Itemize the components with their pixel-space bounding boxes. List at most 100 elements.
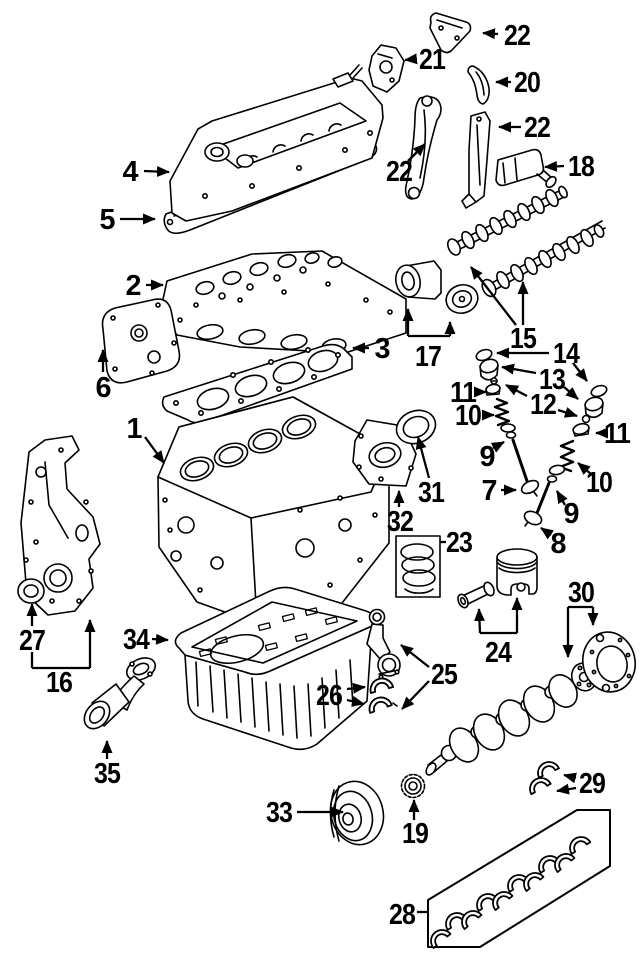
oil-pickup-part <box>83 657 157 730</box>
part-number: 14 <box>553 338 580 370</box>
callout-camshaft-cover-plate[interactable]: 6 <box>96 349 112 404</box>
piston-pin-part <box>457 581 495 609</box>
camshaft-cover-plate-part <box>101 298 181 384</box>
crank-sprocket-part <box>400 773 426 799</box>
leader-line <box>415 436 431 479</box>
part-number: 27 <box>19 625 45 657</box>
rod-bearings-part <box>365 674 398 714</box>
callout-spring-retainer-exhaust[interactable]: 11 <box>595 418 632 450</box>
piston-part <box>496 548 538 596</box>
callout-valve-spring-exhaust[interactable]: 10 <box>577 462 613 499</box>
callout-exhaust-valve[interactable]: 8 <box>540 527 567 560</box>
part-number: 35 <box>94 758 121 790</box>
callout-intake-valve[interactable]: 7 <box>482 475 517 507</box>
part-number: 7 <box>482 475 497 507</box>
chain-slack-guide-part <box>429 12 472 54</box>
part-number: 20 <box>514 67 540 99</box>
callout-chain-tensioner-bracket[interactable]: 21 <box>404 44 447 76</box>
callout-stem-seal-intake[interactable]: 9 <box>480 440 505 473</box>
part-number: 1 <box>127 413 143 445</box>
callout-chain-tensioner[interactable]: 18 <box>544 151 596 183</box>
part-number: 8 <box>551 528 567 560</box>
callout-valve-cover[interactable]: 4 <box>123 156 170 188</box>
leader-line <box>544 160 565 172</box>
callout-front-crank-seal[interactable]: 27 <box>19 603 46 657</box>
callout-valve-shim[interactable]: 14 <box>496 338 588 382</box>
valve-train-intake-part <box>475 348 540 497</box>
part-number: 13 <box>539 364 566 396</box>
callout-valve-cover-gasket[interactable]: 5 <box>100 204 156 236</box>
callout-rear-plate-gasket[interactable]: 30 <box>562 577 599 658</box>
callout-oil-pan[interactable]: 34 <box>123 624 169 656</box>
crankshaft-part <box>425 662 598 776</box>
part-number: 9 <box>564 498 580 530</box>
callout-piston-and-pin[interactable]: 24 <box>474 597 523 669</box>
leader-line <box>143 166 170 178</box>
callout-thrust-bearings[interactable]: 29 <box>556 768 607 800</box>
callout-cam-sprocket-and-seal[interactable]: 17 <box>402 308 456 373</box>
part-number: 32 <box>387 506 413 538</box>
leader-line <box>482 28 499 40</box>
thrust-bearings-part <box>525 757 560 796</box>
leader-line <box>346 682 366 694</box>
callout-camshafts[interactable]: 15 <box>470 266 538 355</box>
part-number: 10 <box>455 400 481 432</box>
callout-main-bearing-set[interactable]: 28 <box>389 899 427 931</box>
callout-stem-seal-exhaust[interactable]: 9 <box>556 490 580 530</box>
oil-pan-part <box>174 586 375 751</box>
leader-line <box>563 386 579 400</box>
leader-line <box>556 490 568 506</box>
leader-line <box>572 362 588 382</box>
callout-valve-keeper[interactable]: 12 <box>505 383 578 421</box>
callout-cylinder-block[interactable]: 1 <box>127 413 165 464</box>
leader-line <box>346 695 365 707</box>
part-number: 22 <box>504 20 530 52</box>
leader-line <box>400 644 430 668</box>
callout-rear-seal-retainer[interactable]: 32 <box>387 490 414 538</box>
leader-line <box>556 783 577 795</box>
callout-rear-main-seal[interactable]: 31 <box>415 436 446 509</box>
part-number: 22 <box>386 156 412 188</box>
part-number: 11 <box>450 377 477 409</box>
leader-line <box>505 383 528 398</box>
callout-crank-sprocket[interactable]: 19 <box>402 799 430 850</box>
part-number: 34 <box>123 624 150 656</box>
callout-rod-bearings[interactable]: 26 <box>316 680 366 712</box>
part-number: 26 <box>316 680 343 712</box>
part-number: 2 <box>126 270 141 302</box>
leader-line <box>540 527 554 540</box>
callout-connecting-rod[interactable]: 25 <box>400 644 459 710</box>
chain-tensioner-arm-part <box>461 111 491 209</box>
callout-piston-ring-set[interactable]: 23 <box>440 527 474 559</box>
callout-valve-spring-intake[interactable]: 10 <box>455 400 495 432</box>
part-number: 25 <box>431 659 458 691</box>
leader-line <box>144 436 165 464</box>
crank-pulley-part <box>329 780 385 846</box>
callout-chain-tensioner-arm[interactable]: 22 <box>498 112 551 144</box>
leader-line <box>404 53 418 65</box>
callout-spring-retainer-intake[interactable]: 11 <box>450 377 487 409</box>
callout-chain-guide-long[interactable]: 22 <box>386 143 426 188</box>
part-number: 18 <box>568 151 595 183</box>
diagram-artwork <box>17 12 636 949</box>
leader-line <box>501 363 537 375</box>
callout-timing-cover[interactable]: 16 <box>30 619 96 699</box>
camshaft-exhaust-part <box>481 220 606 298</box>
callout-oil-pump-pickup[interactable]: 35 <box>94 740 122 790</box>
part-number: 30 <box>568 577 594 609</box>
leader-line <box>151 633 169 645</box>
part-number: 33 <box>266 797 293 829</box>
callout-cylinder-head[interactable]: 2 <box>126 270 164 302</box>
leader-line <box>577 462 592 475</box>
callout-valve-lifter[interactable]: 13 <box>501 363 579 400</box>
leader-line <box>490 440 505 453</box>
callout-chain-slack-guide[interactable]: 22 <box>482 20 531 52</box>
callout-chain-guide-upper[interactable]: 20 <box>495 67 541 99</box>
leader-line <box>407 143 426 162</box>
leader-line <box>557 407 578 418</box>
callout-crank-pulley[interactable]: 33 <box>266 797 344 829</box>
part-number: 16 <box>46 667 73 699</box>
leader-line <box>474 608 485 634</box>
callout-head-gasket[interactable]: 3 <box>352 333 391 365</box>
